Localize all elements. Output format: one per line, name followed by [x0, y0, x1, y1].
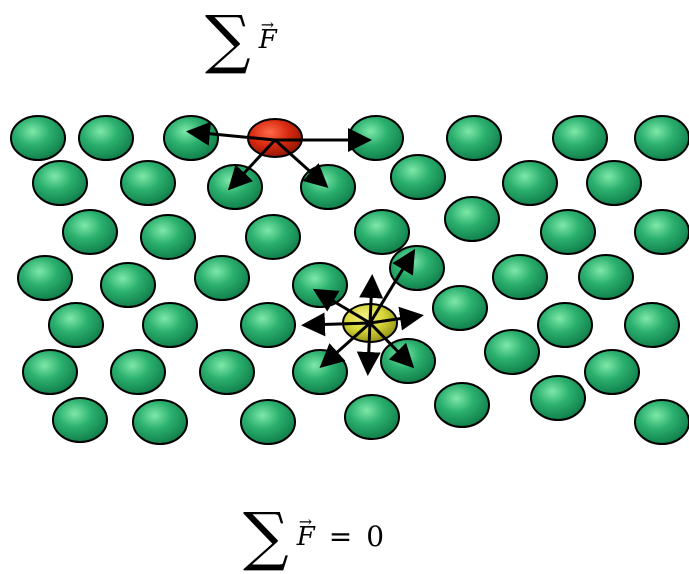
molecule	[493, 255, 547, 299]
molecule	[435, 383, 489, 427]
molecule	[587, 161, 641, 205]
molecule	[345, 395, 399, 439]
molecule	[391, 155, 445, 199]
equals-sign: =	[329, 523, 352, 551]
molecule	[164, 116, 218, 160]
molecule	[293, 263, 347, 307]
molecule	[625, 303, 679, 347]
sum-symbol: ∑	[205, 8, 251, 72]
force-arrow	[368, 323, 370, 370]
molecule	[355, 210, 409, 254]
surface-net-force-label: ∑ → F	[205, 8, 277, 72]
molecule	[349, 116, 403, 160]
molecule	[635, 210, 689, 254]
sum-symbol: ∑	[243, 505, 289, 569]
molecule	[79, 116, 133, 160]
molecule-layer	[11, 116, 689, 444]
zero-value: 0	[366, 523, 384, 551]
molecules-diagram	[0, 95, 689, 455]
molecule	[293, 350, 347, 394]
molecule	[579, 255, 633, 299]
molecule	[53, 398, 107, 442]
molecule	[246, 215, 300, 259]
molecule	[101, 263, 155, 307]
molecule	[390, 246, 444, 290]
molecule	[133, 400, 187, 444]
molecule	[635, 116, 689, 160]
molecule	[541, 210, 595, 254]
molecule	[200, 350, 254, 394]
bulk-net-force-label: ∑ → F = 0	[243, 505, 384, 569]
molecule	[111, 350, 165, 394]
molecule	[241, 303, 295, 347]
molecule	[585, 350, 639, 394]
molecule	[49, 303, 103, 347]
molecule	[241, 400, 295, 444]
force-vector: → F	[297, 524, 315, 550]
molecule	[121, 161, 175, 205]
molecule	[485, 330, 539, 374]
molecule	[208, 165, 262, 209]
force-arrow	[307, 323, 370, 325]
molecule	[503, 161, 557, 205]
molecule	[18, 256, 72, 300]
force-vector: → F	[259, 27, 277, 53]
molecule	[141, 215, 195, 259]
molecule	[195, 256, 249, 300]
molecule	[531, 376, 585, 420]
molecule	[447, 116, 501, 160]
molecule	[11, 116, 65, 160]
vector-arrow-mark: →	[261, 17, 274, 33]
molecule	[433, 286, 487, 330]
molecule	[445, 197, 499, 241]
molecule	[635, 400, 689, 444]
molecule	[63, 210, 117, 254]
force-arrow	[370, 280, 372, 323]
molecule	[33, 161, 87, 205]
molecule	[553, 116, 607, 160]
molecule	[23, 350, 77, 394]
molecule	[143, 303, 197, 347]
molecule	[538, 303, 592, 347]
vector-arrow-mark: →	[299, 514, 312, 530]
